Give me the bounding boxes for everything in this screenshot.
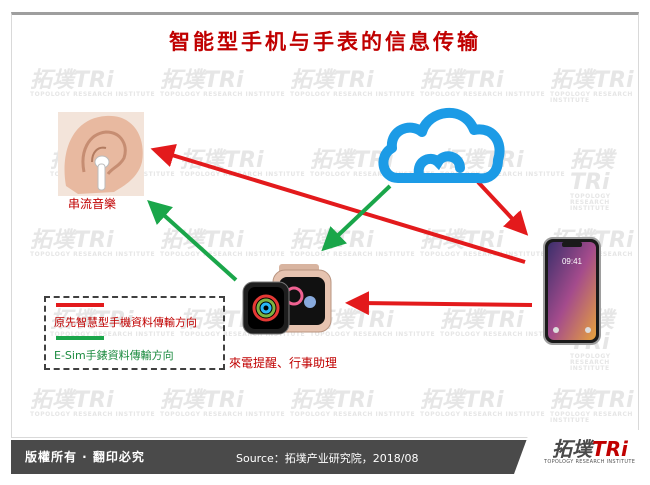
- watermark-subtitle: TOPOLOGY RESEARCH INSTITUTE: [290, 251, 416, 258]
- logo-suffix: TRi: [592, 437, 628, 461]
- watermark-subtitle: TOPOLOGY RESEARCH INSTITUTE: [550, 91, 633, 104]
- source-text: Source：拓墣产业研究院，2018/08: [236, 452, 419, 465]
- watermark-subtitle: TOPOLOGY RESEARCH INSTITUTE: [160, 411, 286, 418]
- smartphone-icon: 09:41: [543, 237, 601, 345]
- copyright-text: 版權所有 · 翻印必究: [25, 450, 145, 464]
- earbuds-label: 串流音樂: [68, 197, 117, 211]
- watermark-subtitle: TOPOLOGY RESEARCH INSTITUTE: [290, 91, 416, 98]
- watermark-subtitle: TOPOLOGY RESEARCH INSTITUTE: [420, 251, 546, 258]
- watermark-subtitle: TOPOLOGY RESEARCH INSTITUTE: [30, 91, 156, 98]
- watermark-subtitle: TOPOLOGY RESEARCH INSTITUTE: [570, 193, 611, 212]
- logo: 拓墣TRi TOPOLOGY RESEARCH INSTITUTE: [514, 430, 649, 474]
- watermark-subtitle: TOPOLOGY RESEARCH INSTITUTE: [30, 411, 156, 418]
- phone-time-text: 09:41: [562, 257, 583, 266]
- smartwatch-icon: [242, 264, 332, 335]
- logo-prefix: 拓墣: [552, 437, 592, 461]
- legend-red-line: [56, 303, 104, 307]
- arrow-watch-to-earbuds: [147, 199, 238, 282]
- logo-mark: 拓墣TRi: [552, 433, 628, 462]
- footer-bar: 版權所有 · 翻印必究 Source：拓墣产业研究院，2018/08 拓墣TRi…: [11, 430, 649, 474]
- watermark-subtitle: TOPOLOGY RESEARCH INSTITUTE: [420, 91, 546, 98]
- arrow-phone-to-earbuds: [150, 143, 526, 264]
- legend-green-line: [56, 336, 104, 340]
- logo-subtitle: TOPOLOGY RESEARCH INSTITUTE: [544, 459, 636, 465]
- watermark-subtitle: TOPOLOGY RESEARCH INSTITUTE: [30, 251, 156, 258]
- watch-label: 來電提醒、行事助理: [229, 356, 338, 370]
- watermark-subtitle: TOPOLOGY RESEARCH INSTITUTE: [310, 331, 436, 338]
- watermark-subtitle: TOPOLOGY RESEARCH INSTITUTE: [440, 171, 566, 178]
- legend-red-text: 原先智慧型手機資料傳輸方向: [54, 316, 197, 329]
- cloud-icon: [378, 108, 505, 184]
- slide-frame: [11, 12, 639, 438]
- arrow-phone-to-watch: [345, 291, 533, 316]
- watermark-subtitle: TOPOLOGY RESEARCH INSTITUTE: [290, 411, 416, 418]
- watermark-subtitle: TOPOLOGY RESEARCH INSTITUTE: [570, 353, 611, 372]
- watermark-subtitle: TOPOLOGY RESEARCH INSTITUTE: [310, 171, 436, 178]
- watermark-subtitle: TOPOLOGY RESEARCH INSTITUTE: [50, 331, 176, 338]
- watermark-subtitle: TOPOLOGY RESEARCH INSTITUTE: [180, 331, 306, 338]
- watermark-subtitle: TOPOLOGY RESEARCH INSTITUTE: [160, 251, 286, 258]
- watermark-subtitle: TOPOLOGY RESEARCH INSTITUTE: [440, 331, 566, 338]
- watermark-subtitle: TOPOLOGY RESEARCH INSTITUTE: [550, 411, 633, 424]
- arrow-cloud-to-phone: [476, 180, 529, 236]
- watermark-subtitle: TOPOLOGY RESEARCH INSTITUTE: [160, 91, 286, 98]
- arrow-cloud-to-watch: [321, 184, 392, 252]
- earbud-icon: [58, 112, 144, 196]
- watermark-subtitle: TOPOLOGY RESEARCH INSTITUTE: [420, 411, 546, 418]
- legend-green-text: E-Sim手錶資料傳輸方向: [54, 349, 174, 362]
- legend-box: 原先智慧型手機資料傳輸方向 E-Sim手錶資料傳輸方向: [44, 296, 225, 370]
- slide-title: 智能型手机与手表的信息传输: [169, 29, 481, 54]
